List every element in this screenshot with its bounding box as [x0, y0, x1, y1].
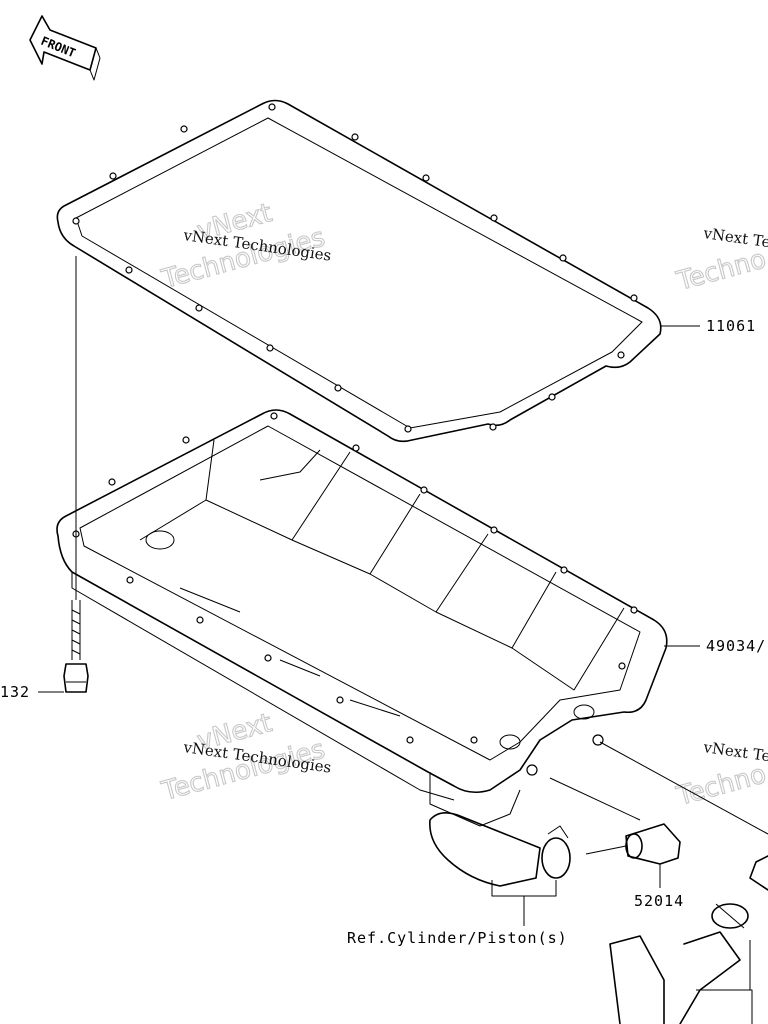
watermark-technologies-edge: Techno — [673, 759, 768, 812]
watermark-group-edge-top: vNext Te Techno — [673, 224, 768, 298]
part-label-fitting[interactable]: 52014 — [634, 892, 684, 910]
front-direction-marker: FRONT — [29, 15, 101, 81]
oil-pan — [56, 409, 668, 827]
watermark-technologies-edge: Techno — [673, 244, 768, 297]
part-label-bolt[interactable]: 132 — [0, 683, 30, 701]
gasket-bolt-holes — [72, 103, 638, 433]
watermark-group-edge-mid: vNext Te Techno — [673, 738, 768, 813]
part-label-oil-pan[interactable]: 49034/ — [706, 637, 766, 655]
pan-bolt — [63, 256, 89, 693]
watermark-group-lower: vNext Technologies vNext Technologies — [158, 708, 333, 808]
oil-pan-gasket — [56, 99, 662, 443]
reference-label[interactable]: Ref.Cylinder/Piston(s) — [347, 929, 568, 947]
right-hose-assembly — [609, 855, 768, 1024]
watermark-group-upper: vNext Technologies vNext Technologies — [158, 198, 333, 296]
part-label-gasket[interactable]: 11061 — [706, 317, 756, 335]
oil-fitting — [549, 741, 768, 888]
leader-lines — [38, 325, 700, 926]
oil-pan-bolt-holes — [72, 412, 638, 744]
oil-hose — [429, 812, 571, 887]
